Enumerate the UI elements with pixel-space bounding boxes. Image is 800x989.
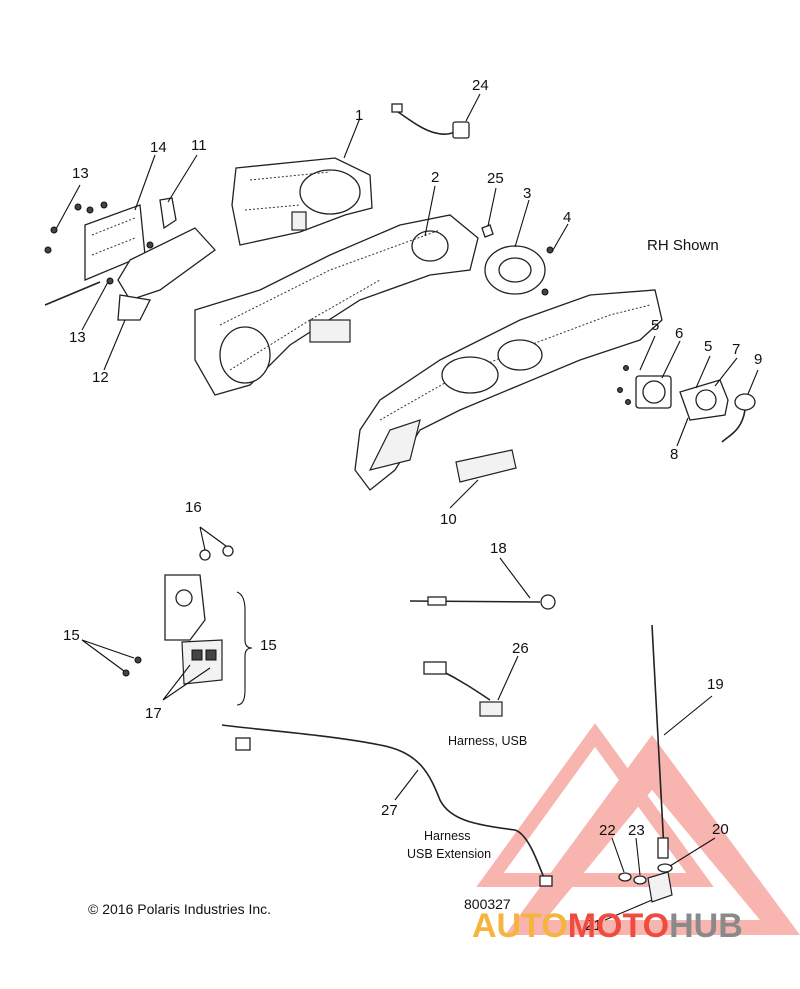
callout-13: 13 xyxy=(69,329,86,346)
callout-22: 22 xyxy=(599,822,616,839)
drawing-number: 800327 xyxy=(464,896,511,912)
callout-1: 1 xyxy=(355,107,364,124)
callout-2: 2 xyxy=(431,169,440,186)
callout-3: 3 xyxy=(523,185,532,202)
callout-20: 20 xyxy=(712,821,729,838)
callout-6: 6 xyxy=(675,325,684,342)
copyright-notice: © 2016 Polaris Industries Inc. xyxy=(88,901,272,917)
callout-13: 13 xyxy=(72,165,89,182)
callout-27: 27 xyxy=(381,802,398,819)
part-15-17-usb-bracket xyxy=(81,526,253,706)
part-1-speaker-housing xyxy=(231,117,373,246)
watermark-moto: MOTO xyxy=(567,907,670,945)
callout-24: 24 xyxy=(472,77,489,94)
callout-11: 11 xyxy=(191,137,207,154)
part-27-usb-extension-harness xyxy=(221,724,553,887)
part-2-upper-dash xyxy=(194,185,479,396)
harness-ext-caption-line1: Harness xyxy=(424,829,471,843)
callout-26: 26 xyxy=(512,640,529,657)
callout-19: 19 xyxy=(707,676,724,693)
watermark-hub: HUB xyxy=(669,907,743,945)
callout-14: 14 xyxy=(150,139,167,156)
part-24-sensor-lead xyxy=(391,93,481,139)
part-20-23-antenna-mount xyxy=(604,837,716,921)
part-10-radio xyxy=(449,449,517,509)
callout-5: 5 xyxy=(704,338,713,355)
callout-15: 15 xyxy=(260,637,277,654)
callout-15: 15 xyxy=(63,627,80,644)
part-6-7-9-speaker-mounts xyxy=(617,335,759,447)
callout-8: 8 xyxy=(670,446,679,463)
callout-25: 25 xyxy=(487,170,504,187)
callout-9: 9 xyxy=(754,351,763,368)
callout-10: 10 xyxy=(440,511,457,528)
watermark-text: AUTOMOTOHUB xyxy=(472,908,743,944)
part-19-antenna-mast xyxy=(651,624,713,859)
part-3-speaker xyxy=(481,187,569,296)
callout-23: 23 xyxy=(628,822,645,839)
callout-4: 4 xyxy=(563,209,572,226)
part-18-antenna-lead xyxy=(409,557,556,610)
rh-shown-note: RH Shown xyxy=(647,237,719,254)
callout-5: 5 xyxy=(651,317,660,334)
part-14-12-bracket-assembly xyxy=(44,154,216,371)
callout-21: 21 xyxy=(585,917,602,934)
callout-12: 12 xyxy=(92,369,109,386)
callout-7: 7 xyxy=(732,341,741,358)
part-26-usb-harness xyxy=(423,655,519,717)
harness-usb-caption: Harness, USB xyxy=(448,734,528,748)
harness-ext-caption-line2: USB Extension xyxy=(407,847,492,861)
callout-18: 18 xyxy=(490,540,507,557)
watermark-triangle-logo xyxy=(476,723,800,935)
lower-dash-panel xyxy=(354,289,663,491)
callout-17: 17 xyxy=(145,705,162,722)
callout-16: 16 xyxy=(185,499,202,516)
watermark-auto: AUTO xyxy=(472,907,568,945)
